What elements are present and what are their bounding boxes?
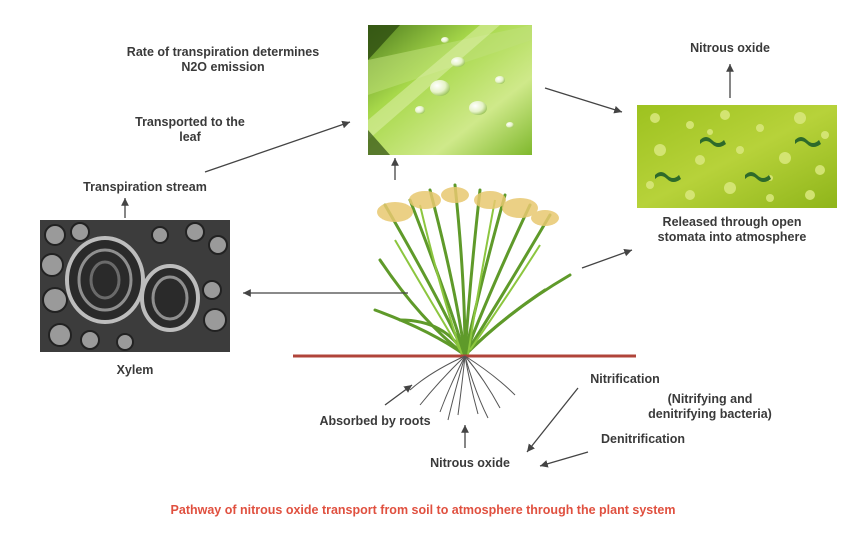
figure-caption: Pathway of nitrous oxide transport from … [0, 503, 846, 517]
released-line1: Released through open [620, 215, 844, 230]
transported-line2: leaf [90, 130, 290, 145]
xylem-image [40, 220, 230, 352]
nitrous-oxide-top-label: Nitrous oxide [665, 41, 795, 56]
bacteria-line1: (Nitrifying and [610, 392, 810, 407]
roots-illustration [410, 356, 515, 420]
arrow-nitrification-down [527, 388, 578, 452]
released-line2: stomata into atmosphere [620, 230, 844, 245]
arrow-absorbed-to-roots [385, 385, 412, 405]
rate-label-line2: N2O emission [78, 60, 368, 75]
arrow-denitrification-left [540, 452, 588, 466]
bacteria-label: (Nitrifying and denitrifying bacteria) [610, 392, 810, 422]
rate-label-line1: Rate of transpiration determines [78, 45, 368, 60]
transported-to-leaf-label: Transported to the leaf [90, 115, 290, 145]
rice-plant-illustration [375, 185, 570, 355]
leaf-closeup-image [368, 25, 532, 155]
arrow-plant-to-stomata [582, 250, 632, 268]
xylem-label: Xylem [85, 363, 185, 378]
nitrification-label: Nitrification [575, 372, 675, 387]
released-stomata-label: Released through open stomata into atmos… [620, 215, 844, 245]
bacteria-line2: denitrifying bacteria) [610, 407, 810, 422]
denitrification-label: Denitrification [578, 432, 708, 447]
transported-line1: Transported to the [90, 115, 290, 130]
arrow-leaf-to-stomata [545, 88, 622, 112]
rate-of-transpiration-label: Rate of transpiration determines N2O emi… [78, 45, 368, 75]
transpiration-stream-label: Transpiration stream [45, 180, 245, 195]
nitrous-oxide-bottom-label: Nitrous oxide [410, 456, 530, 471]
stomata-image [637, 105, 837, 208]
absorbed-by-roots-label: Absorbed by roots [300, 414, 450, 429]
